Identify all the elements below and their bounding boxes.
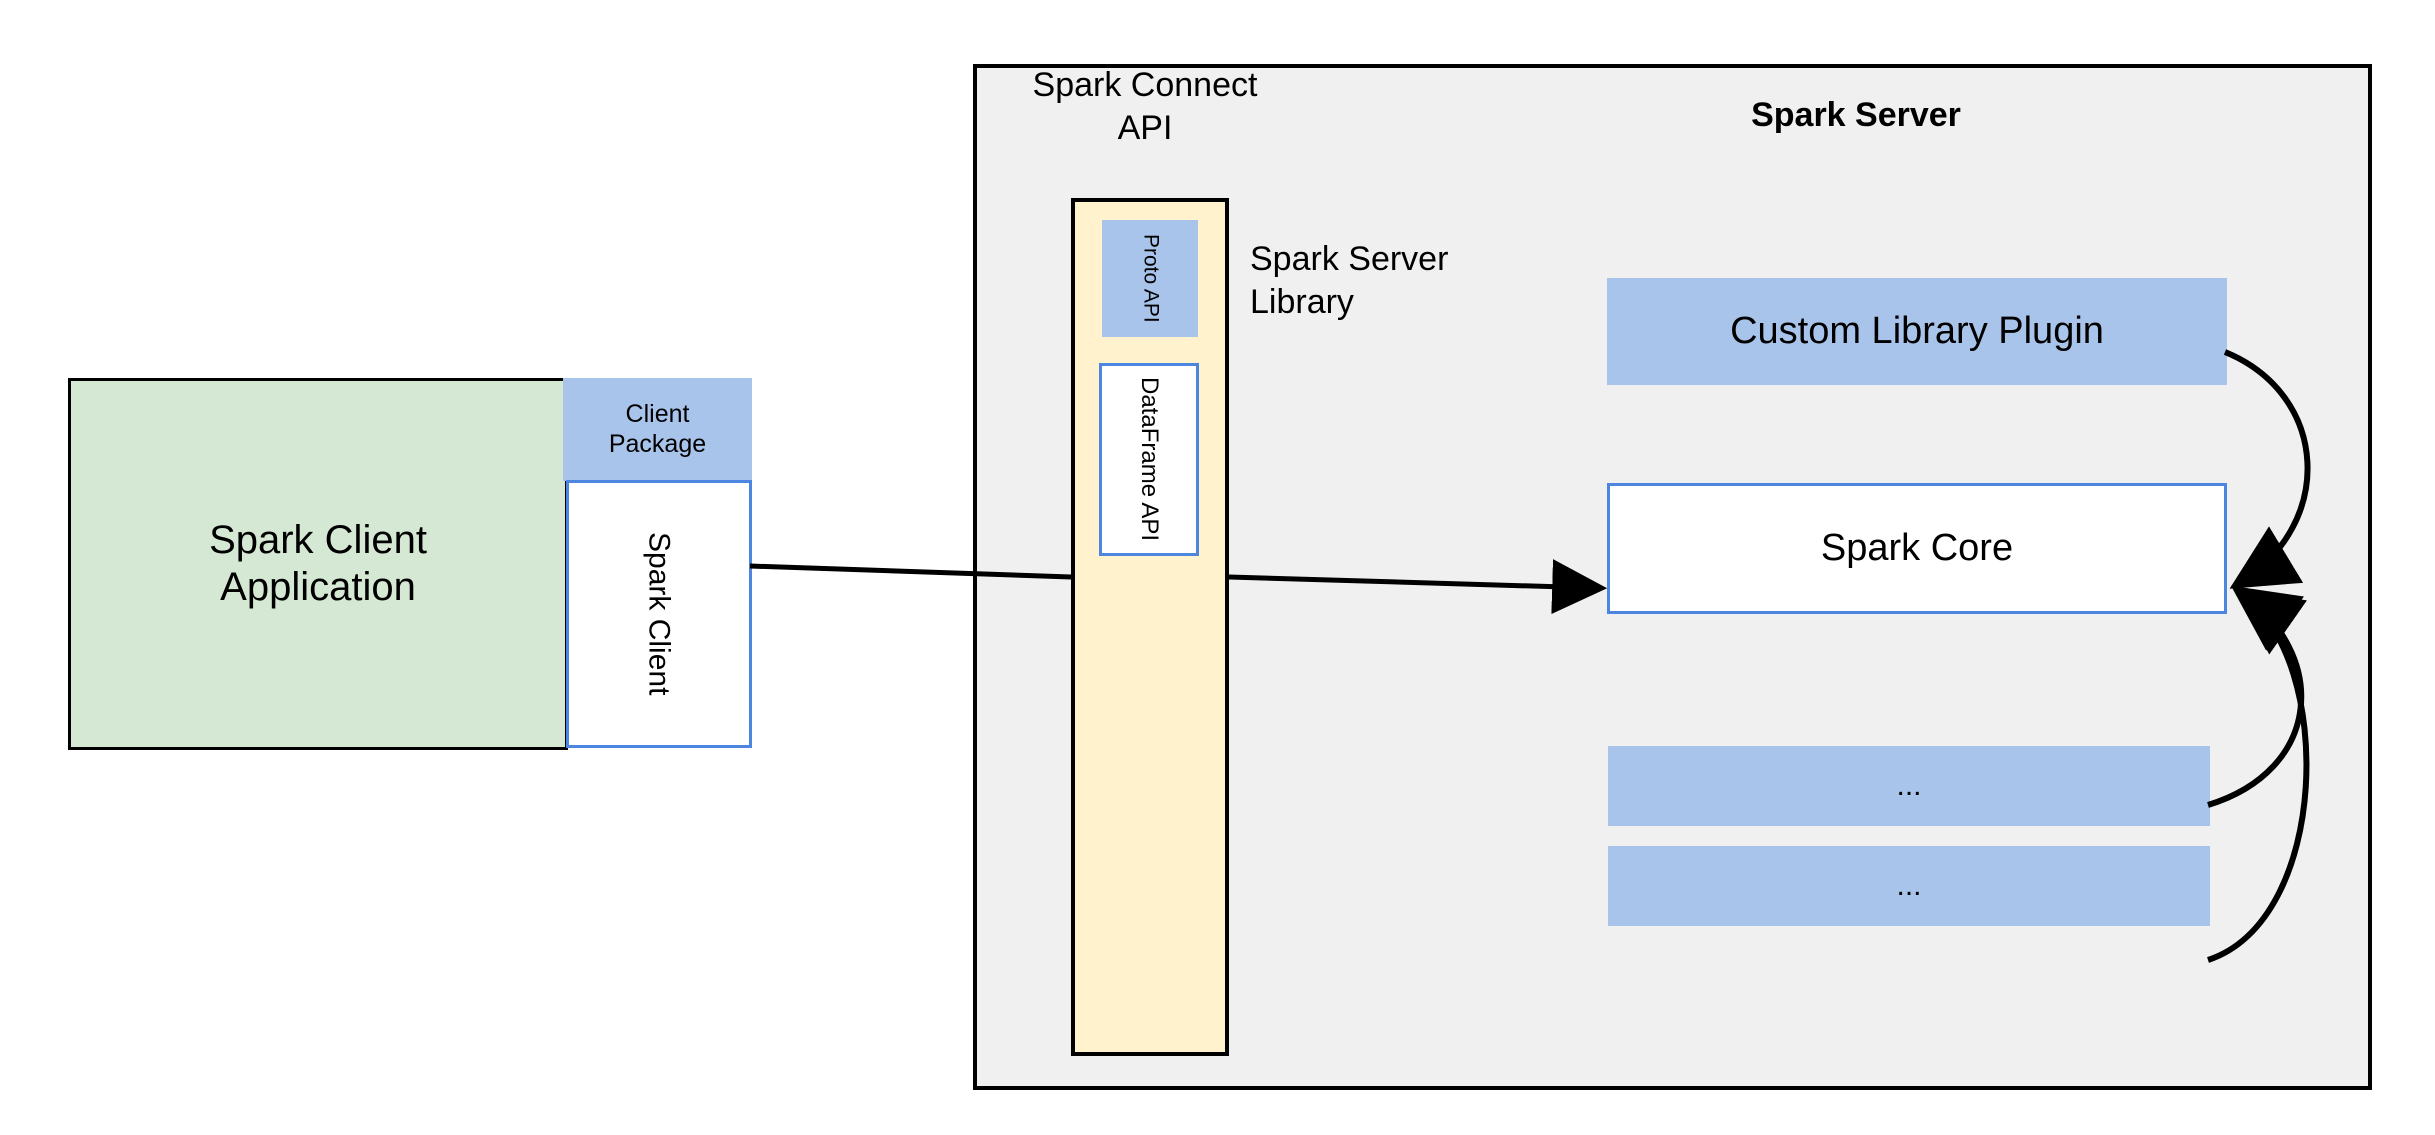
proto-api-label: Proto API bbox=[1139, 234, 1163, 323]
spark-client-application-line2: Application bbox=[220, 565, 416, 609]
spark-client-application-line1: Spark Client bbox=[209, 517, 427, 562]
ellipsis-box-two[interactable]: ... bbox=[1608, 846, 2210, 926]
proto-api-box[interactable]: Proto API bbox=[1102, 220, 1198, 337]
dataframe-api-label: DataFrame API bbox=[1136, 377, 1164, 542]
ellipsis-two-label: ... bbox=[1896, 869, 1922, 903]
spark-connect-api-label: Spark Connect API bbox=[1010, 64, 1280, 149]
spark-connect-api-line2: API bbox=[1117, 108, 1173, 147]
client-package-box[interactable]: Client Package bbox=[563, 378, 752, 481]
spark-connect-api-column bbox=[1071, 198, 1229, 1056]
custom-library-plugin-label: Custom Library Plugin bbox=[1730, 310, 2104, 353]
spark-client-application-label: Spark Client Application bbox=[197, 517, 439, 611]
dataframe-api-box[interactable]: DataFrame API bbox=[1099, 363, 1199, 556]
client-package-line2: Package bbox=[608, 429, 707, 458]
client-package-line1: Client bbox=[625, 400, 690, 428]
spark-server-library-line1: Spark Server bbox=[1250, 240, 1449, 278]
spark-server-library-label: Spark Server Library bbox=[1250, 238, 1570, 323]
spark-server-library-line2: Library bbox=[1250, 282, 1354, 321]
client-package-label: Client Package bbox=[609, 400, 706, 459]
ellipsis-box-one[interactable]: ... bbox=[1608, 746, 2210, 826]
spark-server-title: Spark Server bbox=[1751, 96, 1961, 134]
spark-client-application-box[interactable]: Spark Client Application bbox=[68, 378, 568, 750]
ellipsis-one-label: ... bbox=[1896, 769, 1922, 803]
spark-client-label: Spark Client bbox=[642, 532, 676, 696]
spark-core-label: Spark Core bbox=[1820, 527, 2014, 570]
spark-client-box[interactable]: Spark Client bbox=[566, 480, 752, 748]
custom-library-plugin-box[interactable]: Custom Library Plugin bbox=[1607, 278, 2227, 385]
spark-core-box[interactable]: Spark Core bbox=[1607, 483, 2227, 614]
spark-connect-api-line1: Spark Connect bbox=[1032, 66, 1258, 104]
